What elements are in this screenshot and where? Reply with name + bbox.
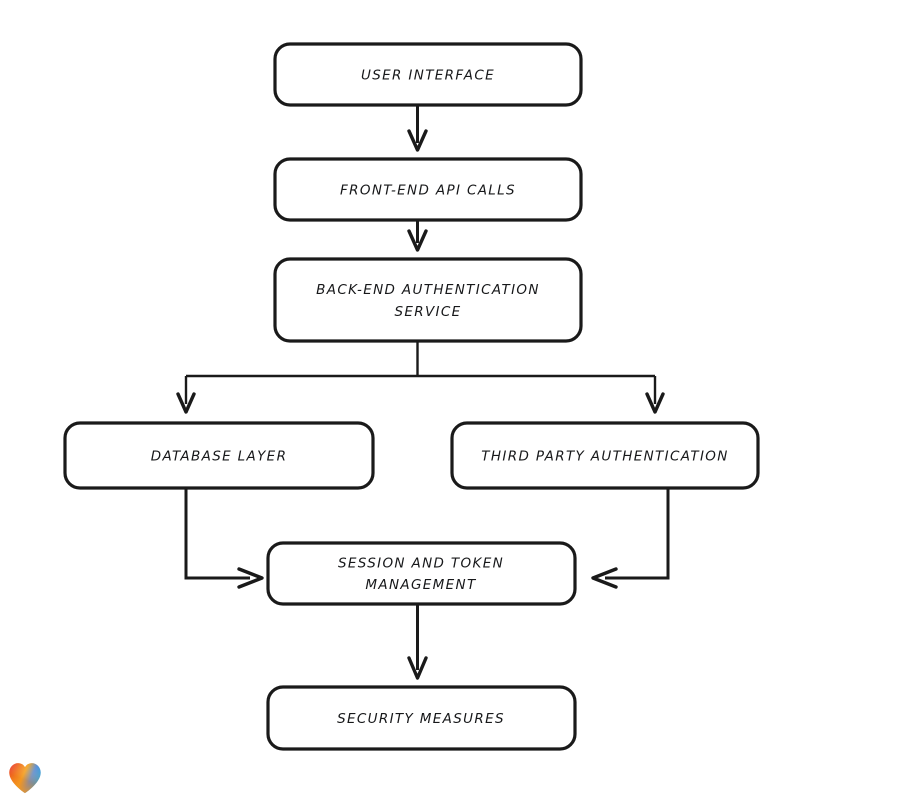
node-back-end-authentication-service-shape[interactable] [273,257,583,343]
edge-thirdparty-to-session [591,488,670,589]
node-back-end-authentication-service[interactable]: BACK-END AUTHENTICATION SERVICE [273,257,583,343]
node-front-end-api-calls-label: FRONT-END API CALLS [340,183,516,199]
node-third-party-authentication-shape[interactable] [450,421,760,490]
edge-backend-to-database [176,376,196,414]
node-session-and-token-management-label-line2: MANAGEMENT [365,577,477,593]
node-security-measures-shape[interactable] [266,685,577,751]
node-user-interface[interactable]: USER INTERFACE [273,42,583,107]
node-database-layer[interactable]: DATABASE LAYER [63,421,375,490]
edge-backend-to-thirdparty [645,376,665,414]
node-database-layer-shape[interactable] [63,421,375,490]
edge-api-to-backend [407,220,428,252]
node-security-measures[interactable]: SECURITY MEASURES [266,685,577,751]
node-session-and-token-management-label-line1: SESSION AND TOKEN [338,556,504,572]
node-third-party-authentication-label: THIRD PARTY AUTHENTICATION [481,449,728,465]
node-back-end-authentication-service-label-line2: SERVICE [394,304,461,320]
heart-icon [9,763,41,794]
node-third-party-authentication[interactable]: THIRD PARTY AUTHENTICATION [450,421,760,490]
node-database-layer-label: DATABASE LAYER [151,449,288,465]
node-user-interface-shape[interactable] [273,42,583,107]
heart-shape-overlay [9,763,41,794]
node-front-end-api-calls[interactable]: FRONT-END API CALLS [273,157,583,222]
node-security-measures-label: SECURITY MEASURES [337,711,505,727]
node-front-end-api-calls-shape[interactable] [273,157,583,222]
node-user-interface-label: USER INTERFACE [361,68,495,84]
edge-ui-to-api [407,105,428,152]
edge-session-to-security [407,604,428,680]
node-back-end-authentication-service-label-line1: BACK-END AUTHENTICATION [316,282,540,298]
edge-database-to-session [184,488,264,589]
node-session-and-token-management-shape[interactable] [266,541,577,606]
node-session-and-token-management[interactable]: SESSION AND TOKEN MANAGEMENT [266,541,577,606]
edge-backend-split-bus [186,341,655,378]
